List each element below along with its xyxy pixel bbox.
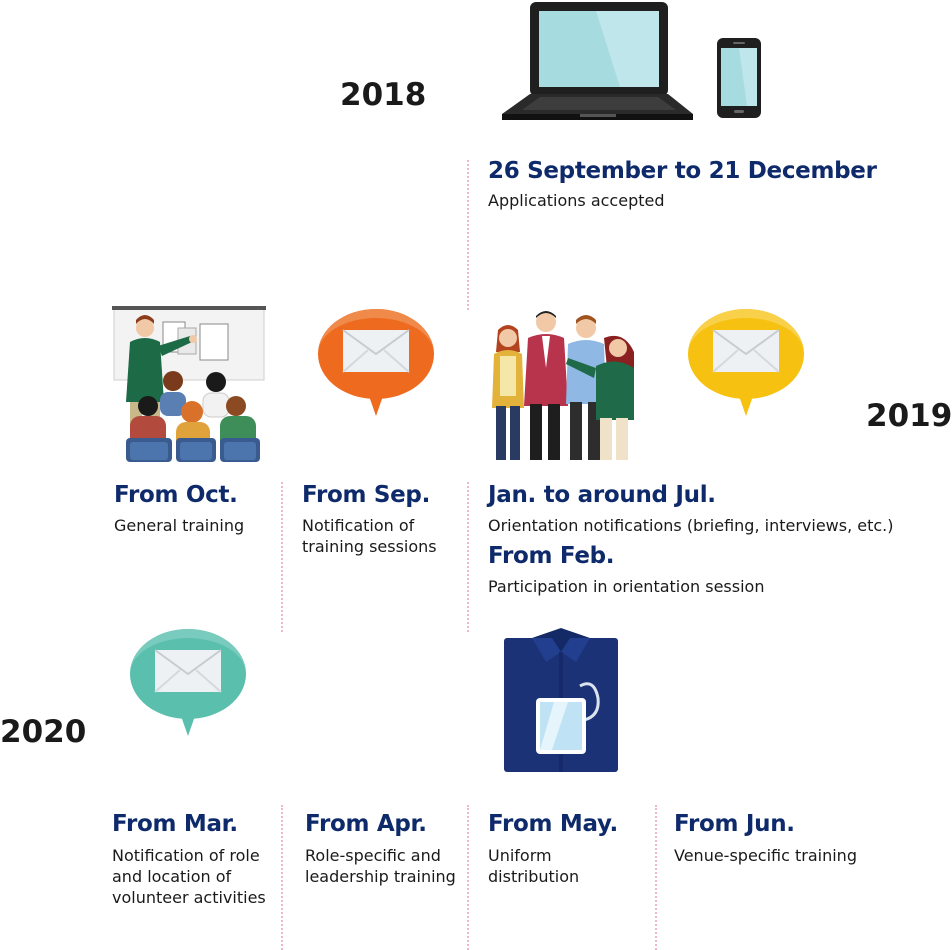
timeline-divider-sep-jan bbox=[467, 482, 469, 632]
year-2020: 2020 bbox=[0, 714, 87, 750]
role-training-date: From Apr. bbox=[305, 811, 427, 837]
orange-mail-bubble-icon bbox=[318, 309, 434, 416]
orientation-desc: Orientation notifications (briefing, int… bbox=[488, 516, 894, 535]
role-training-desc: Role-specific and leadership training bbox=[305, 846, 456, 886]
uniform-date: From May. bbox=[488, 811, 618, 837]
timeline-divider-mar-apr bbox=[281, 805, 283, 950]
teal-mail-bubble-icon bbox=[130, 629, 246, 736]
venue-training-date: From Jun. bbox=[674, 811, 795, 837]
applications-desc: Applications accepted bbox=[488, 191, 665, 210]
training-notification-desc: Notification of training sessions bbox=[302, 516, 437, 556]
general-training-desc: General training bbox=[114, 516, 245, 535]
role-notification-desc: Notification of role and location of vol… bbox=[112, 846, 266, 907]
year-2018: 2018 bbox=[340, 77, 427, 113]
laptop-icon bbox=[502, 2, 693, 120]
yellow-mail-bubble-icon bbox=[688, 309, 804, 416]
presentation-icon bbox=[112, 306, 266, 462]
role-notification-date: From Mar. bbox=[112, 811, 238, 837]
applications-date: 26 September to 21 December bbox=[488, 158, 877, 184]
people-group-icon bbox=[492, 311, 634, 460]
uniform-desc: Uniform distribution bbox=[488, 846, 580, 886]
timeline-divider-oct-sep bbox=[281, 482, 283, 632]
timeline-divider-apr-may bbox=[467, 805, 469, 950]
timeline-divider-2018 bbox=[467, 160, 469, 310]
uniform-badge-icon bbox=[504, 628, 618, 772]
orientation-session-date: From Feb. bbox=[488, 543, 615, 569]
orientation-session-desc: Participation in orientation session bbox=[488, 577, 765, 596]
year-2019: 2019 bbox=[866, 398, 952, 434]
venue-training-desc: Venue-specific training bbox=[674, 846, 857, 865]
orientation-date: Jan. to around Jul. bbox=[488, 482, 716, 508]
timeline-divider-may-jun bbox=[655, 805, 657, 950]
training-notification-date: From Sep. bbox=[302, 482, 431, 508]
general-training-date: From Oct. bbox=[114, 482, 238, 508]
smartphone-icon bbox=[717, 38, 761, 118]
